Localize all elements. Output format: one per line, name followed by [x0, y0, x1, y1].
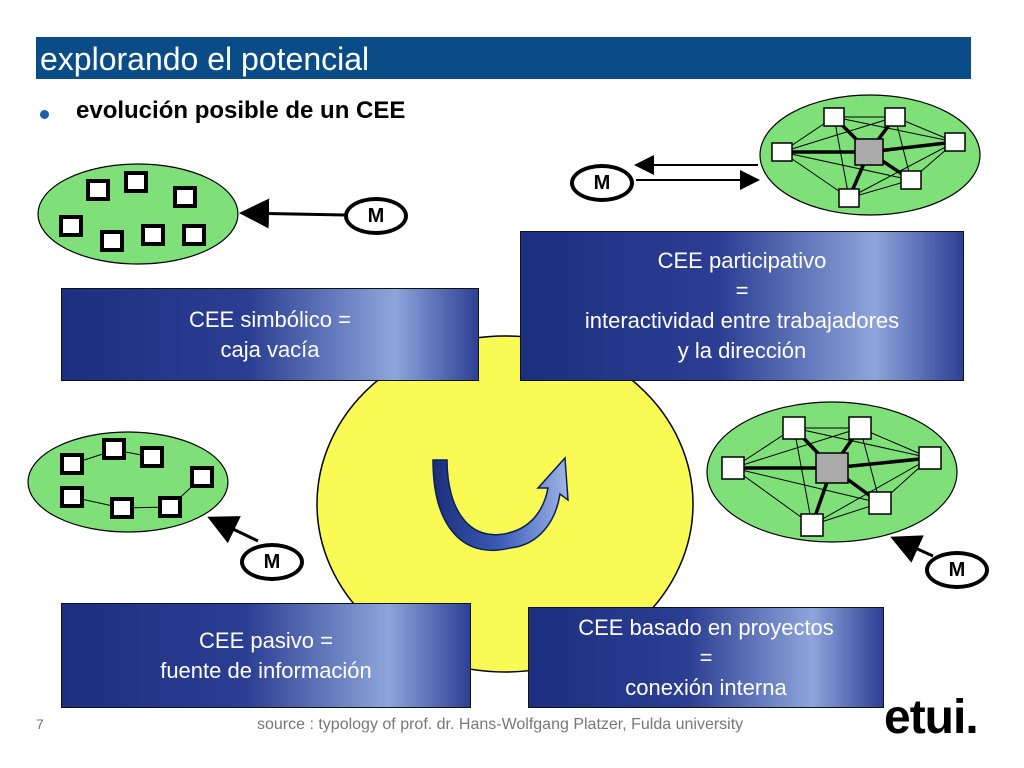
- box-line: CEE participativo: [657, 248, 827, 273]
- arrow-icon: [239, 198, 346, 229]
- page-title: explorando el potencial: [40, 41, 370, 77]
- network-participative: [759, 94, 981, 216]
- box-cee-participativo: CEE participativo = interactividad entre…: [520, 231, 964, 381]
- subtitle: evolución posible de un CEE: [76, 97, 406, 124]
- arrow-icon: [890, 535, 934, 563]
- box-line: CEE basado en proyectos: [578, 614, 834, 640]
- source-note: source : typology of prof. dr. Hans-Wolf…: [257, 716, 744, 733]
- box-line: conexión interna: [625, 674, 787, 700]
- box-line: fuente de información: [160, 657, 372, 683]
- bullet-icon: [40, 110, 49, 119]
- box-line: =: [699, 644, 713, 670]
- box-line: =: [735, 278, 749, 303]
- box-line: CEE simbólico =: [188, 306, 351, 332]
- center-circle: [316, 335, 694, 673]
- m-badge-participativo: M: [570, 164, 634, 202]
- curved-arrow-icon: [432, 456, 569, 552]
- arrow-icon: [207, 516, 259, 544]
- etui-logo: etui.: [884, 691, 979, 744]
- box-cee-simbolico: CEE simbólico = caja vacía: [61, 288, 479, 381]
- title-bar: explorando el potencial: [36, 37, 971, 79]
- box-line: caja vacía: [220, 336, 320, 362]
- network-proyectos: [706, 401, 958, 543]
- page-number: 7: [36, 716, 44, 732]
- box-line: CEE pasivo =: [199, 627, 333, 653]
- box-cee-pasivo: CEE pasivo = fuente de información: [61, 603, 471, 708]
- box-line: y la dirección: [677, 338, 807, 363]
- box-line: interactividad entre trabajadores: [584, 308, 900, 333]
- box-cee-proyectos: CEE basado en proyectos = conexión inter…: [528, 607, 884, 708]
- network-passive: [27, 431, 229, 533]
- network-symbolic: [37, 163, 239, 265]
- m-badge-pasivo: M: [240, 543, 304, 581]
- m-badge-proyectos: M: [925, 551, 989, 589]
- m-badge-simbolico: M: [344, 197, 408, 235]
